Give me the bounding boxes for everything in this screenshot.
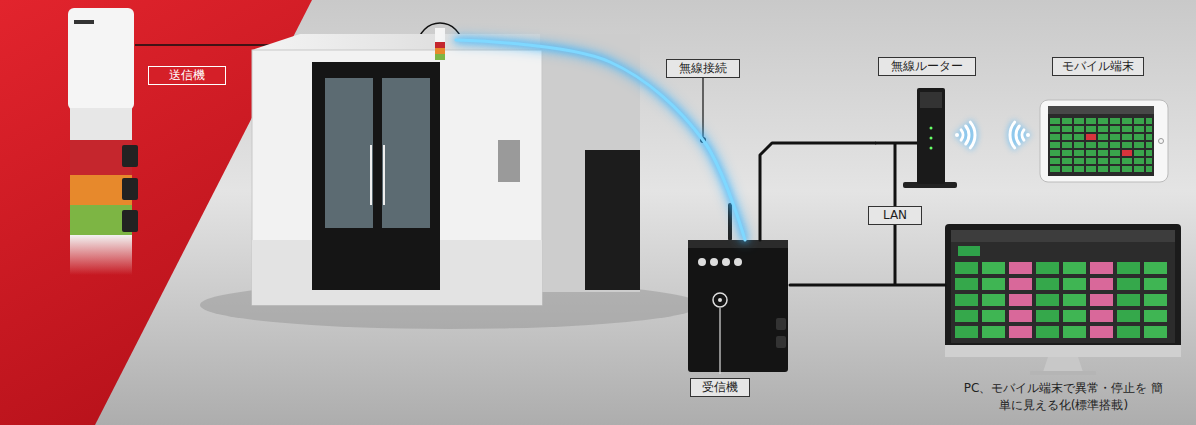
- receiver-device: [710, 258, 718, 266]
- network-label: LAN: [868, 206, 922, 225]
- tower-light-large: [122, 210, 138, 232]
- tablet-device: [1048, 106, 1154, 176]
- receiver-device: [698, 258, 706, 266]
- wifi-symbol: [955, 133, 959, 137]
- connection-label: 無線接続: [666, 59, 740, 78]
- tablet-device: [1159, 139, 1164, 144]
- receiver-device: [728, 203, 732, 241]
- tablet-device: [1040, 100, 1168, 182]
- transmitter-label: 送信機: [148, 66, 226, 85]
- router-device: [903, 88, 957, 188]
- pc-monitor: [955, 262, 1171, 340]
- machine-tool: [435, 54, 445, 60]
- receiver-device: [722, 258, 730, 266]
- router-device: [930, 137, 933, 140]
- tower-light-large: [74, 20, 94, 24]
- tablet-device: [1040, 100, 1168, 182]
- machine-tool: [312, 62, 440, 290]
- caption-text: PC、モバイル端末で異常・停止を 簡単に見える化(標準搭載): [961, 380, 1166, 414]
- router-device: [930, 127, 933, 130]
- tower-light-large: [70, 108, 132, 140]
- router-device: [920, 92, 942, 108]
- network-wire: [875, 142, 917, 145]
- wifi-symbol: [955, 122, 1030, 148]
- receiver-device: [688, 240, 788, 372]
- device-node: モバイル端末: [1038, 55, 1170, 183]
- callout-leader: [702, 78, 703, 137]
- wifi-symbol: [966, 126, 969, 144]
- machine-tool: [325, 78, 373, 228]
- pc-monitor: [958, 246, 980, 256]
- callout-leader: [700, 137, 706, 143]
- receiver-device: [713, 293, 727, 307]
- tower-light-large: [70, 235, 132, 275]
- wifi-symbol: [1026, 133, 1030, 137]
- receiver-device: [776, 336, 786, 348]
- wifi-symbol: [970, 122, 975, 148]
- tablet-device: [1048, 106, 1154, 114]
- pc-monitor: [1043, 357, 1083, 372]
- router-device: [930, 147, 933, 150]
- tablet-device: [1086, 134, 1096, 140]
- machine-tool: [252, 50, 542, 305]
- wireless-link: [456, 40, 745, 240]
- router-label: 無線ルーター: [878, 57, 976, 76]
- router-device: [917, 88, 945, 184]
- device-node: PC、モバイル端末で異常・停止を 簡単に見える化(標準搭載): [945, 222, 1182, 420]
- machine-tool: [435, 28, 445, 42]
- machine-tool: [383, 145, 385, 205]
- machine-tool: [540, 34, 640, 292]
- wifi-symbol: [1022, 130, 1024, 140]
- receiver-device: [776, 318, 786, 330]
- receiver-device: [719, 308, 720, 374]
- wifi-symbol: [961, 130, 963, 140]
- machine-tool: [435, 48, 445, 54]
- lan-cable: [760, 143, 875, 240]
- pc-monitor: [945, 224, 1181, 375]
- receiver-label: 受信機: [690, 378, 750, 397]
- machine-tool: [435, 42, 445, 48]
- mobile-label: モバイル端末: [1052, 57, 1144, 76]
- pc-monitor: [1030, 371, 1096, 375]
- tower-light-large: [122, 145, 138, 167]
- receiver-device: [734, 258, 742, 266]
- tower-light-large: [68, 8, 138, 275]
- device-node: 送信機: [140, 28, 456, 88]
- tablet-device: [1050, 118, 1152, 174]
- machine-tool: [252, 34, 585, 50]
- machine-tool: [382, 78, 430, 228]
- machine-tool: [200, 28, 700, 329]
- machine-tool: [585, 150, 640, 290]
- lan-cable: [790, 284, 945, 287]
- edge-label-holder: 無線接続: [666, 57, 740, 78]
- device-node: 無線ルーター: [875, 55, 979, 185]
- pc-monitor: [945, 224, 1181, 357]
- machine-tool: [498, 140, 520, 182]
- device-node: 受信機: [655, 240, 790, 402]
- pc-monitor: [945, 345, 1181, 357]
- tower-light-large: [122, 178, 138, 200]
- machine-tool: [370, 145, 372, 205]
- receiver-device: [718, 298, 722, 302]
- receiver-device: [688, 240, 788, 248]
- pc-monitor: [951, 230, 1175, 242]
- callout-leader: [700, 78, 706, 143]
- wifi-symbol: [1016, 126, 1019, 144]
- tower-light-large: [68, 8, 134, 110]
- tablet-device: [1122, 150, 1132, 156]
- wifi-symbol: [1010, 122, 1015, 148]
- pc-monitor: [951, 230, 1175, 343]
- label-holder: LAN: [868, 204, 922, 225]
- receiver-device: [688, 203, 788, 374]
